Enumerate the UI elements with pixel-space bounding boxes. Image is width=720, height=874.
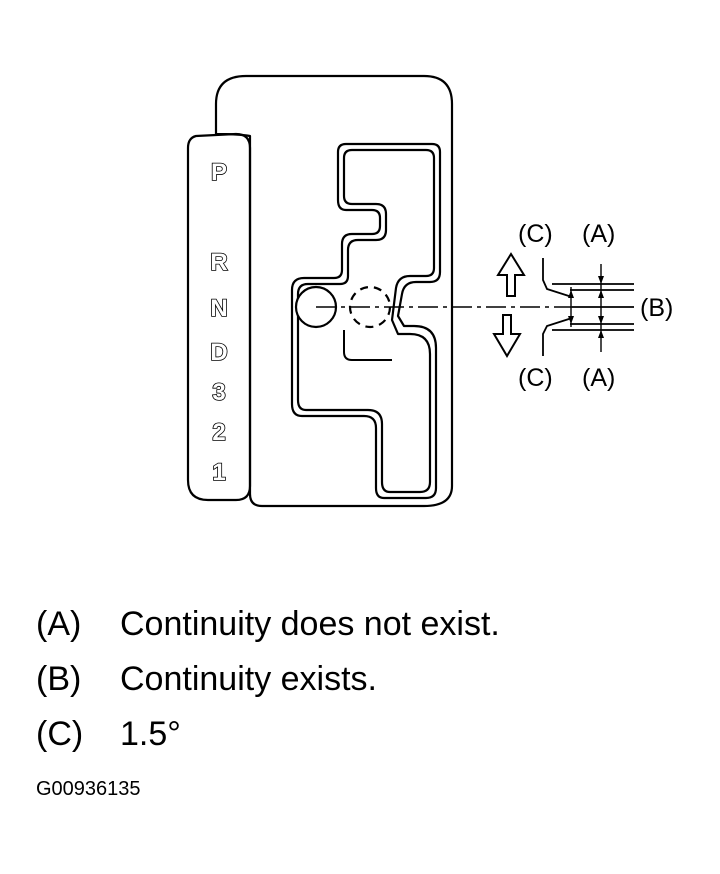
- arrow-up-icon: [496, 252, 526, 297]
- legend-text: Continuity does not exist.: [120, 605, 500, 643]
- gear-label-2: 2: [212, 419, 225, 446]
- gear-label-r: R: [210, 249, 227, 276]
- callout-a-top: (A): [582, 220, 615, 248]
- legend-key: (C): [36, 715, 84, 753]
- callout-c-bottom: (C): [518, 364, 553, 392]
- legend-key: (B): [36, 660, 82, 698]
- legend-key: (A): [36, 605, 82, 643]
- figure-id: G00936135: [36, 778, 141, 800]
- gear-label-p: P: [211, 159, 227, 186]
- arrow-down-icon: [492, 314, 522, 358]
- gear-label-1: 1: [212, 459, 225, 486]
- gear-label-d: D: [210, 339, 227, 366]
- legend-text: 1.5°: [120, 715, 181, 753]
- legend-text: Continuity exists.: [120, 660, 377, 698]
- shift-gate-inner: [296, 148, 436, 494]
- callout-c-top: (C): [518, 220, 553, 248]
- angle-line-top: [542, 258, 573, 298]
- legend-item-b: (B) Continuity exists.: [36, 659, 377, 699]
- gear-indicator-strip: [186, 132, 252, 502]
- legend-item-a: (A) Continuity does not exist.: [36, 604, 500, 644]
- legend-item-c: (C) 1.5°: [36, 714, 181, 754]
- shift-gate: [290, 142, 442, 500]
- angle-line-bottom: [542, 317, 573, 356]
- shifter-housing: [214, 74, 454, 508]
- shift-lever-diagram: (C) (A) (B) (C) (A) P R N D 3 2 1: [186, 74, 673, 508]
- gear-label-n: N: [210, 295, 227, 322]
- callout-a-bottom: (A): [582, 364, 615, 392]
- gear-label-3: 3: [212, 379, 225, 406]
- callout-b: (B): [640, 294, 673, 322]
